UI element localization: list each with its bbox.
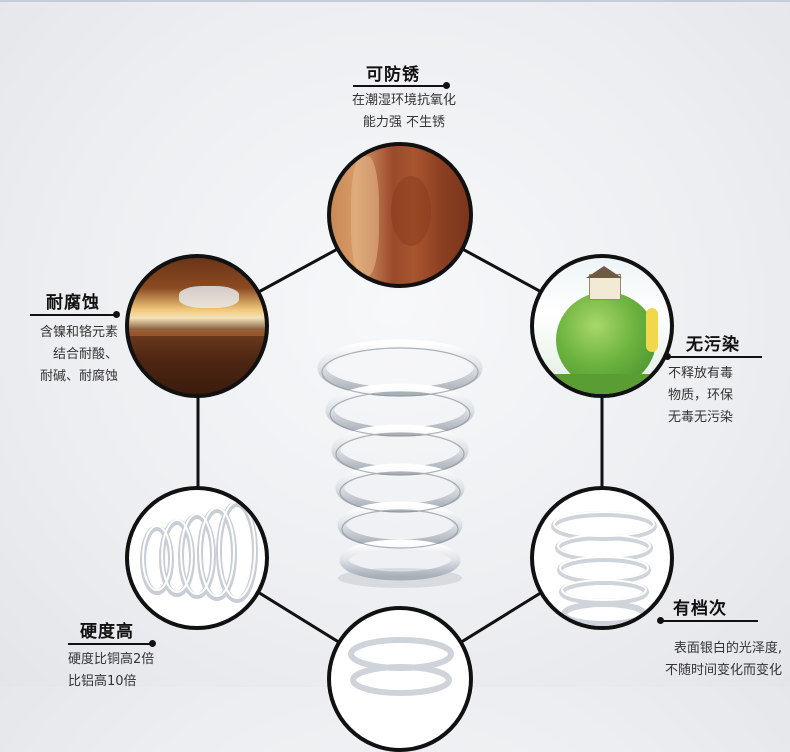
pollution-line-1: 不释放有毒	[668, 366, 734, 381]
pollution-dot	[664, 353, 671, 360]
corrosion-title: 耐腐蚀	[46, 293, 100, 313]
grade-dot	[657, 617, 664, 624]
corrosion-line-3: 耐碱、耐腐蚀	[39, 369, 118, 384]
grade-underline	[660, 620, 758, 622]
corrosion-dot	[113, 311, 120, 318]
grade-title: 有档次	[673, 599, 727, 619]
pollution-description: 不释放有毒 物质，环保 无毒无污染	[668, 363, 778, 429]
hardness-description: 硬度比铜高2倍 比铝高10倍	[68, 649, 198, 693]
rust-dot	[443, 82, 450, 89]
hardness-line-2: 比铝高10倍	[68, 674, 137, 689]
rust-title: 可防锈	[366, 65, 420, 85]
pollution-underline	[668, 356, 762, 358]
hardness-line-1: 硬度比铜高2倍	[68, 652, 155, 667]
hardness-title: 硬度高	[80, 622, 134, 642]
corrosion-underline	[30, 314, 116, 316]
rust-line-1: 在潮湿环境抗氧化	[351, 93, 456, 108]
hardness-dot	[149, 640, 156, 647]
corrosion-line-2: 结合耐酸、	[52, 347, 118, 362]
grade-line-2: 不随时间变化而变化	[664, 663, 782, 678]
corrosion-image	[125, 254, 269, 398]
hardness-underline	[68, 643, 152, 645]
corrosion-description: 含镍和铬元素 结合耐酸、 耐碱、耐腐蚀	[22, 322, 118, 388]
corrosion-line-1: 含镍和铬元素	[39, 325, 118, 340]
rust-description: 在潮湿环境抗氧化 能力强 不生锈	[334, 90, 474, 134]
rust-underline	[353, 85, 446, 87]
top-border	[0, 0, 790, 2]
vertical-spring-image	[530, 486, 674, 630]
grade-description: 表面银白的光泽度, 不随时间变化而变化	[612, 638, 782, 682]
bottom-spring-image	[327, 606, 473, 752]
eco-globe-image	[530, 254, 674, 398]
rust-image	[327, 142, 473, 288]
pollution-line-2: 物质，环保	[668, 388, 734, 403]
grade-line-1: 表面银白的光泽度,	[673, 641, 782, 656]
pollution-title: 无污染	[686, 335, 740, 355]
center-spring-image	[317, 339, 483, 588]
pollution-line-3: 无毒无污染	[668, 410, 734, 425]
horizontal-spring-image	[125, 486, 269, 630]
rust-line-2: 能力强 不生锈	[362, 115, 446, 130]
